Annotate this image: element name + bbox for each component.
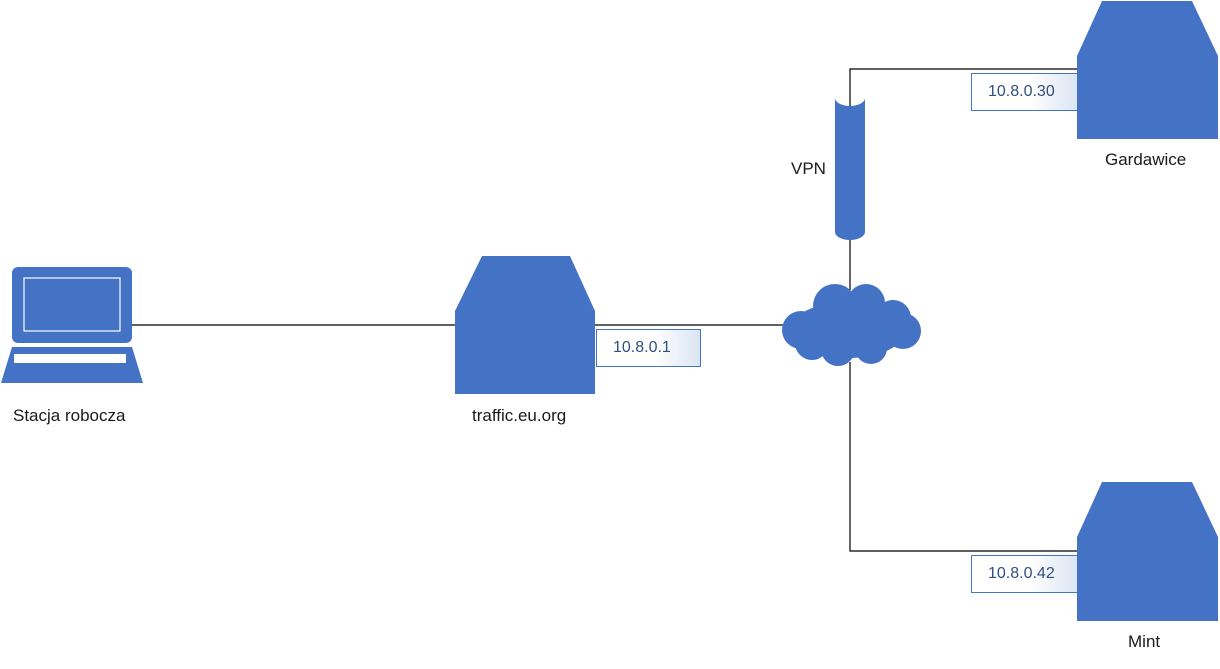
workstation-label: Stacja robocza — [13, 406, 126, 425]
gardawice-label: Gardawice — [1105, 150, 1187, 169]
ip-label-gardawice: 10.8.0.30 — [971, 73, 1078, 111]
link-cloud-mint — [849, 362, 1077, 552]
mint-label: Mint — [1128, 632, 1161, 651]
vpn-tunnel-cylinder-icon — [835, 98, 865, 240]
cloud-icon — [782, 284, 921, 366]
server-main-label: traffic.eu.org — [472, 406, 567, 425]
server-icon — [1077, 482, 1218, 621]
laptop-icon — [1, 267, 143, 383]
vpn-label: VPN — [791, 159, 826, 178]
ip-label-mint: 10.8.0.42 — [971, 555, 1078, 593]
ip-label-server-main: 10.8.0.1 — [596, 329, 701, 367]
server-icon — [455, 256, 595, 394]
server-icon — [1077, 1, 1218, 139]
